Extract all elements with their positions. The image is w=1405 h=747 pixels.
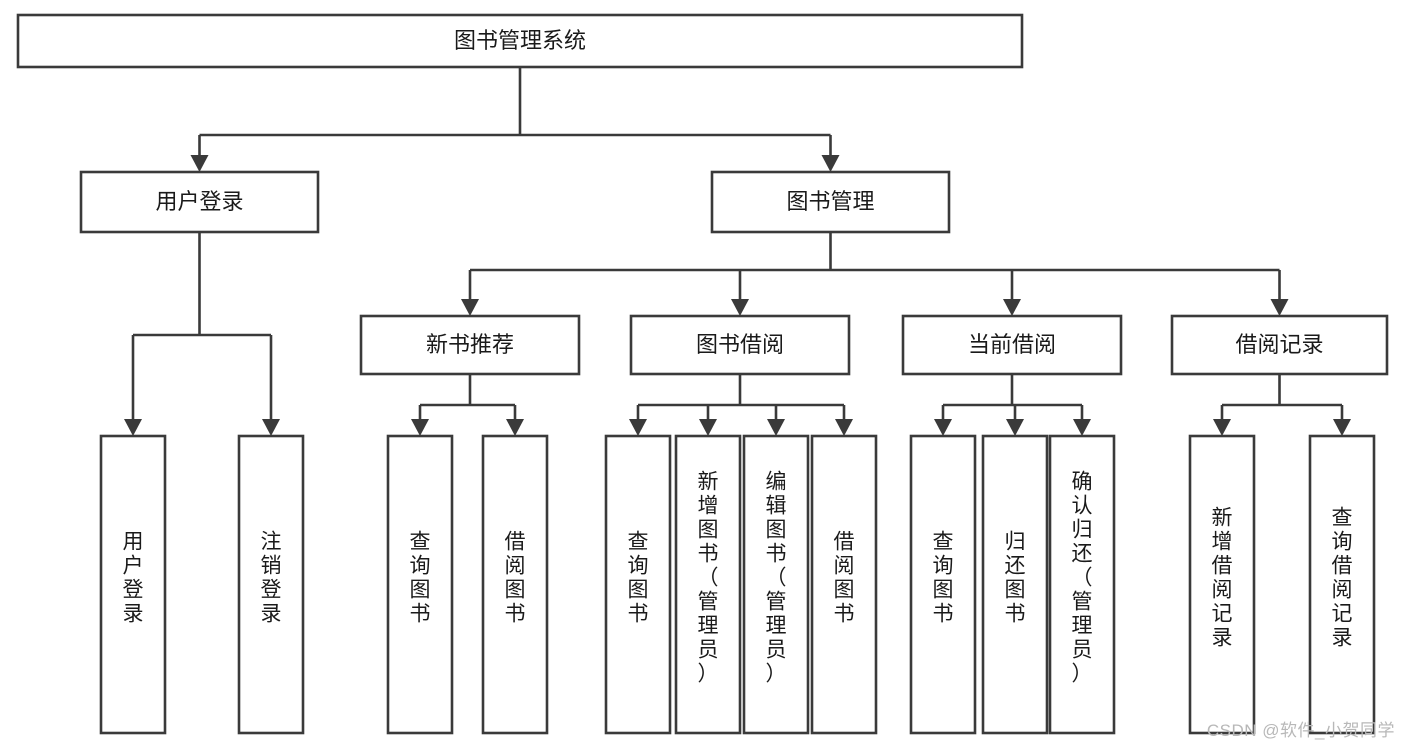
node-level3-图书借阅-1-rect [629, 314, 851, 376]
arrow-head-icon [262, 419, 280, 436]
node-leaf-新增图书管理员-5[interactable]: 新增图书（管理员） [674, 434, 742, 735]
arrow-head-icon [124, 419, 142, 436]
arrow-head-icon [461, 299, 479, 316]
node-leaf-归还图书-9-label: 归还图书 [1005, 531, 1026, 626]
node-level3-借阅记录-3[interactable]: 借阅记录 [1170, 314, 1389, 376]
node-leaf-归还图书-9-rect [981, 434, 1049, 735]
node-leaf-借阅图书-7-label: 借阅图书 [834, 531, 855, 626]
node-level3-新书推荐-0-label: 新书推荐 [426, 332, 514, 357]
node-leaf-查询借阅记录-12-rect [1308, 434, 1376, 735]
node-leaf-新增图书管理员-5-label: 新增图书（管理员） [698, 471, 719, 686]
arrow-head-icon [767, 419, 785, 436]
node-leaf-借阅图书-3[interactable]: 借阅图书 [481, 434, 549, 735]
node-level3-新书推荐-0-rect [359, 314, 581, 376]
node-level3-当前借阅-2-label: 当前借阅 [968, 332, 1056, 357]
node-leaf-编辑图书管理员-6-label: 编辑图书（管理员） [766, 471, 787, 686]
arrow-head-icon [1270, 299, 1289, 316]
node-leaf-归还图书-9[interactable]: 归还图书 [981, 434, 1049, 735]
node-boxes: 图书管理系统用户登录图书管理新书推荐图书借阅当前借阅借阅记录用户登录注销登录查询… [16, 13, 1389, 735]
node-level3-图书借阅-1[interactable]: 图书借阅 [629, 314, 851, 376]
node-level3-当前借阅-2-rect [901, 314, 1123, 376]
arrow-head-icon [1073, 419, 1091, 436]
arrow-head-icon [731, 299, 749, 316]
node-leaf-确认归还管理员-10-rect [1048, 434, 1116, 735]
arrow-head-icon [1006, 419, 1024, 436]
node-leaf-注销登录-1-label: 注销登录 [261, 531, 282, 626]
node-level3-图书借阅-1-label: 图书借阅 [696, 332, 784, 357]
node-leaf-新增图书管理员-5-rect [674, 434, 742, 735]
node-level3-新书推荐-0[interactable]: 新书推荐 [359, 314, 581, 376]
node-leaf-查询图书-2[interactable]: 查询图书 [386, 434, 454, 735]
node-level2-图书管理-1-label: 图书管理 [786, 189, 874, 214]
node-leaf-查询图书-2-label: 查询图书 [410, 531, 431, 626]
node-leaf-借阅图书-3-label: 借阅图书 [505, 531, 526, 626]
arrow-head-icon [629, 419, 647, 436]
connector-lines [124, 67, 1351, 436]
node-root-图书管理系统-rect [16, 13, 1024, 69]
node-level2-图书管理-1[interactable]: 图书管理 [710, 170, 951, 234]
node-leaf-查询图书-8-rect [909, 434, 977, 735]
node-leaf-新增借阅记录-11-label: 新增借阅记录 [1212, 507, 1233, 650]
node-leaf-确认归还管理员-10[interactable]: 确认归还（管理员） [1048, 434, 1116, 735]
node-level2-用户登录-0-rect [79, 170, 320, 234]
node-leaf-查询图书-8-label: 查询图书 [933, 531, 954, 626]
node-leaf-注销登录-1-rect [237, 434, 305, 735]
node-leaf-查询借阅记录-12[interactable]: 查询借阅记录 [1308, 434, 1376, 735]
node-leaf-确认归还管理员-10-label: 确认归还（管理员） [1072, 471, 1093, 686]
node-leaf-新增借阅记录-11-rect [1188, 434, 1256, 735]
node-leaf-编辑图书管理员-6-rect [742, 434, 810, 735]
node-leaf-查询图书-2-rect [386, 434, 454, 735]
arrow-head-icon [506, 419, 524, 436]
node-leaf-用户登录-0[interactable]: 用户登录 [99, 434, 167, 735]
node-leaf-借阅图书-7[interactable]: 借阅图书 [810, 434, 878, 735]
arrow-head-icon [1213, 419, 1231, 436]
node-leaf-查询图书-4[interactable]: 查询图书 [604, 434, 672, 735]
arrow-head-icon [699, 419, 717, 436]
node-leaf-注销登录-1[interactable]: 注销登录 [237, 434, 305, 735]
node-leaf-查询图书-4-label: 查询图书 [628, 531, 649, 626]
node-root-图书管理系统-label: 图书管理系统 [454, 28, 586, 53]
node-leaf-用户登录-0-label: 用户登录 [123, 531, 144, 626]
node-leaf-借阅图书-7-rect [810, 434, 878, 735]
node-leaf-编辑图书管理员-6[interactable]: 编辑图书（管理员） [742, 434, 810, 735]
arrow-head-icon [190, 155, 209, 172]
arrow-head-icon [821, 155, 840, 172]
node-leaf-借阅图书-3-rect [481, 434, 549, 735]
node-level3-当前借阅-2[interactable]: 当前借阅 [901, 314, 1123, 376]
node-level2-图书管理-1-rect [710, 170, 951, 234]
node-level3-借阅记录-3-rect [1170, 314, 1389, 376]
arrow-head-icon [411, 419, 429, 436]
node-level2-用户登录-0[interactable]: 用户登录 [79, 170, 320, 234]
node-leaf-查询图书-4-rect [604, 434, 672, 735]
arrow-head-icon [1333, 419, 1351, 436]
arrow-head-icon [835, 419, 853, 436]
node-leaf-查询图书-8[interactable]: 查询图书 [909, 434, 977, 735]
node-leaf-新增借阅记录-11[interactable]: 新增借阅记录 [1188, 434, 1256, 735]
node-root-图书管理系统[interactable]: 图书管理系统 [16, 13, 1024, 69]
arrow-head-icon [1003, 299, 1021, 316]
node-leaf-查询借阅记录-12-label: 查询借阅记录 [1332, 507, 1353, 650]
node-level2-用户登录-0-label: 用户登录 [155, 189, 243, 214]
node-level3-借阅记录-3-label: 借阅记录 [1235, 332, 1323, 357]
arrow-head-icon [934, 419, 952, 436]
node-leaf-用户登录-0-rect [99, 434, 167, 735]
